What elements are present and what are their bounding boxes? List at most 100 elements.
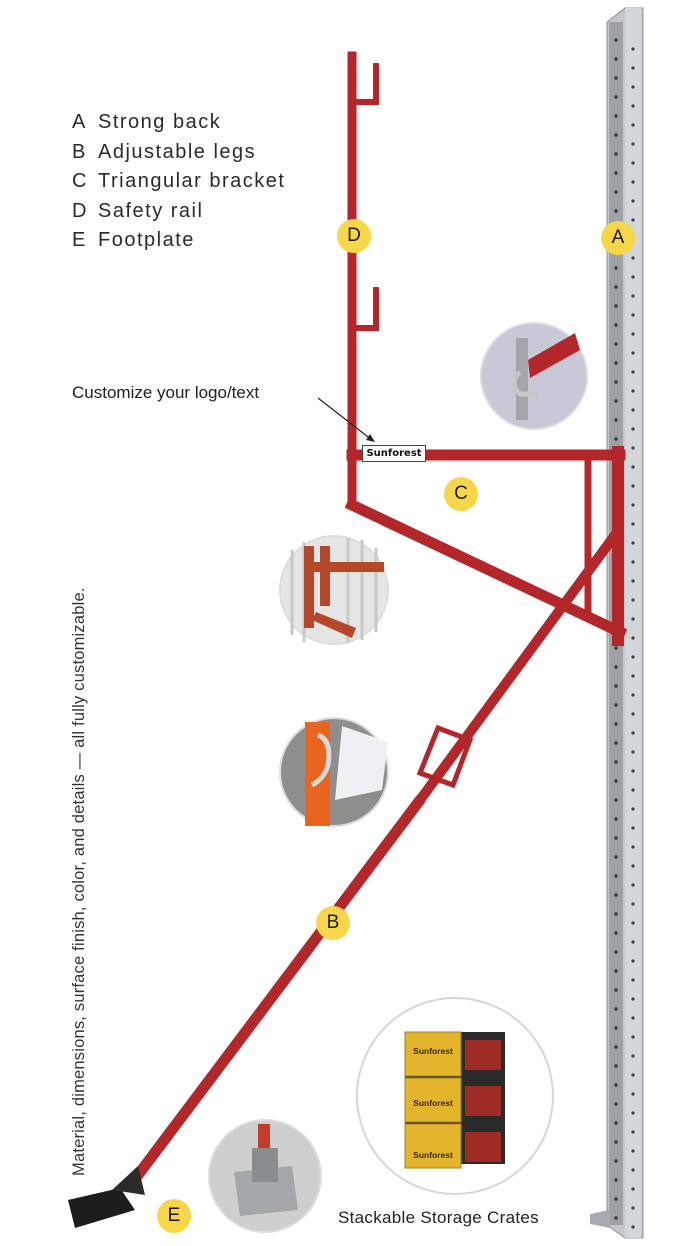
strong-back-hole (631, 1149, 635, 1153)
strong-back-hole (614, 1064, 618, 1068)
strong-back-hole (631, 1168, 635, 1172)
strong-back-hole (631, 180, 635, 184)
legend-label: Safety rail (98, 199, 204, 222)
strong-back-hole (614, 1026, 618, 1030)
strong-back-hole (614, 722, 618, 726)
strong-back-hole (614, 285, 618, 289)
strong-back-hole (614, 893, 618, 897)
strong-back-hole (614, 342, 618, 346)
strong-back-hole (631, 864, 635, 868)
strong-back-hole (614, 817, 618, 821)
customize-callout: Customize your logo/text (72, 383, 260, 402)
strong-back-hole (614, 76, 618, 80)
strong-back-hole (614, 437, 618, 441)
strong-back-hole (631, 370, 635, 374)
customization-note: Material, dimensions, surface finish, co… (70, 587, 88, 1176)
strong-back-hole (631, 332, 635, 336)
strong-back-hole (631, 978, 635, 982)
strong-back-hole (631, 750, 635, 754)
strong-back-hole (631, 769, 635, 773)
strong-back-hole (631, 807, 635, 811)
strong-back-hole (614, 171, 618, 175)
legend-item-d: D Safety rail (72, 197, 285, 227)
strong-back-hole (631, 1035, 635, 1039)
strong-back-hole (614, 798, 618, 802)
strong-back-hole (631, 902, 635, 906)
strong-back-hole (631, 883, 635, 887)
legend-key: D (72, 199, 88, 222)
strong-back-hole (631, 465, 635, 469)
strong-back-hole (631, 351, 635, 355)
strong-back-hole (614, 1045, 618, 1049)
strong-back-hole (631, 503, 635, 507)
strong-back-hole (614, 1197, 618, 1201)
legend-key: A (72, 111, 87, 133)
strong-back-hole (614, 380, 618, 384)
strong-back-hole (631, 313, 635, 317)
strong-back-hole (614, 1083, 618, 1087)
strong-back-hole (614, 152, 618, 156)
strong-back-hole (631, 788, 635, 792)
strong-back-hole (631, 161, 635, 165)
legend-label: Triangular bracket (98, 170, 286, 192)
strong-back-hole (631, 47, 635, 51)
strong-back-hole (631, 1225, 635, 1229)
strong-back-hole (631, 579, 635, 583)
strong-back-hole (614, 912, 618, 916)
marker-d: D (337, 219, 371, 253)
crates-caption: Stackable Storage Crates (338, 1208, 539, 1227)
strong-back-hole (631, 826, 635, 830)
strong-back-hole (631, 940, 635, 944)
strong-back-hole (631, 446, 635, 450)
strong-back-hole (631, 921, 635, 925)
crate-label: Sunforest (413, 1150, 453, 1160)
strong-back-hole (631, 655, 635, 659)
strong-back-hole (614, 779, 618, 783)
crates-photo (356, 997, 554, 1195)
strong-back-hole (614, 1216, 618, 1220)
triangular-bracket (344, 446, 628, 646)
strong-back-hole (631, 427, 635, 431)
strong-back-hole (631, 541, 635, 545)
strong-back-hole (631, 712, 635, 716)
strong-back-hole (614, 95, 618, 99)
strong-back-hole (614, 760, 618, 764)
strong-back-hole (631, 636, 635, 640)
strong-back-hole (631, 731, 635, 735)
strong-back-hole (614, 836, 618, 840)
strong-back-hole (631, 275, 635, 279)
strong-back-hole (614, 209, 618, 213)
strong-back-hole (614, 190, 618, 194)
strong-back-hole (631, 484, 635, 488)
strong-back-hole (614, 1140, 618, 1144)
strong-back-hole (631, 617, 635, 621)
strong-back-hole (614, 1159, 618, 1163)
strong-back-hole (614, 646, 618, 650)
strong-back-hole (631, 845, 635, 849)
strong-back-hole (614, 931, 618, 935)
strong-back-hole (631, 1073, 635, 1077)
strong-back-hole (631, 123, 635, 127)
crate-label: Sunforest (413, 1098, 453, 1108)
legend-key: E (72, 229, 87, 251)
strong-back-hole (614, 1007, 618, 1011)
strong-back-hole (631, 1054, 635, 1058)
strong-back-hole (631, 959, 635, 963)
strong-back-hole (631, 199, 635, 203)
detail-photo-1 (480, 322, 588, 430)
detail-photo-2 (279, 535, 389, 645)
adjustable-leg (132, 530, 620, 1181)
strong-back-hole (614, 114, 618, 118)
strong-back-hole (614, 399, 618, 403)
marker-a: A (601, 221, 635, 255)
legend-key: B (72, 140, 87, 163)
marker-b: B (316, 906, 350, 940)
strong-back-hole (614, 418, 618, 422)
strong-back-hole (614, 38, 618, 42)
strong-back-hole (614, 855, 618, 859)
footplate (68, 1166, 145, 1228)
strong-back-hole (614, 684, 618, 688)
legend-key: C (72, 170, 88, 192)
strong-back (590, 7, 644, 1239)
